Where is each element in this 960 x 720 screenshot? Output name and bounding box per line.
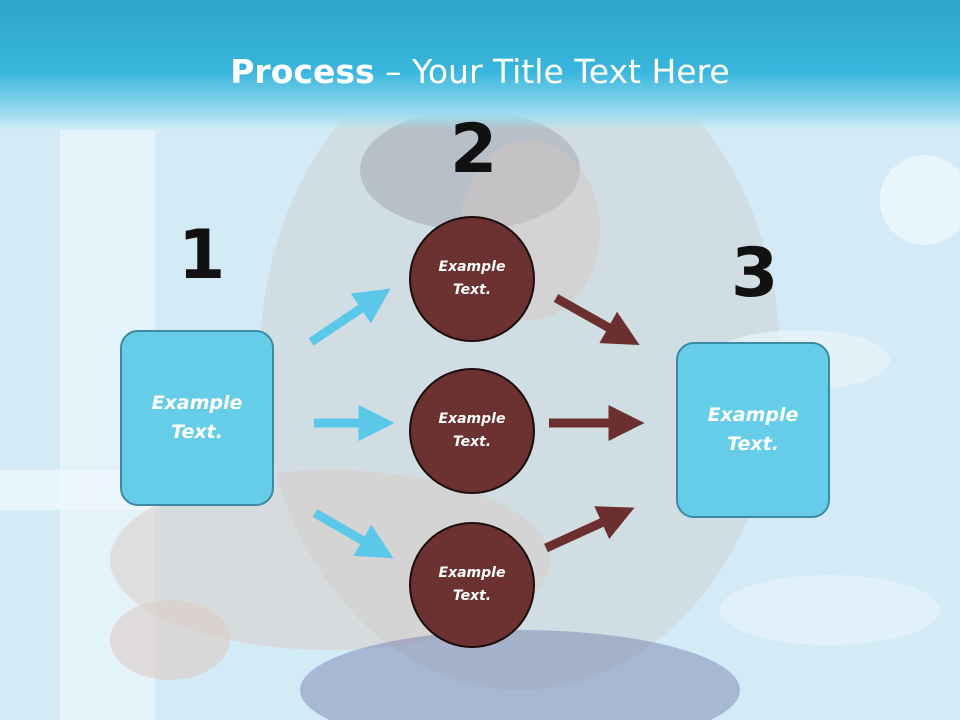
- header-band: [0, 0, 960, 130]
- step-number-2: 2: [450, 110, 498, 189]
- slide-title: Process – Your Title Text Here: [0, 52, 960, 91]
- process-circle-1: Example Text.: [409, 216, 535, 342]
- step-number-1: 1: [178, 216, 226, 295]
- process-circle-2: Example Text.: [409, 368, 535, 494]
- title-bold: Process: [230, 52, 375, 91]
- arrow-to-circle-1: [308, 288, 391, 346]
- title-rest: – Your Title Text Here: [374, 52, 730, 91]
- right-text-box: Example Text.: [676, 342, 830, 518]
- left-box-text: Example Text.: [151, 392, 243, 443]
- process-circle-3: Example Text.: [409, 522, 535, 648]
- right-box-text: Example Text.: [707, 404, 799, 455]
- arrow-from-circle-1: [553, 294, 640, 346]
- circle-3-text: Example Text.: [438, 565, 506, 604]
- circle-1-text: Example Text.: [438, 259, 506, 298]
- step-number-3: 3: [731, 234, 779, 313]
- arrow-to-circle-3: [312, 509, 394, 559]
- arrow-from-circle-3: [544, 506, 635, 553]
- circle-2-text: Example Text.: [438, 411, 506, 450]
- left-text-box: Example Text.: [120, 330, 274, 506]
